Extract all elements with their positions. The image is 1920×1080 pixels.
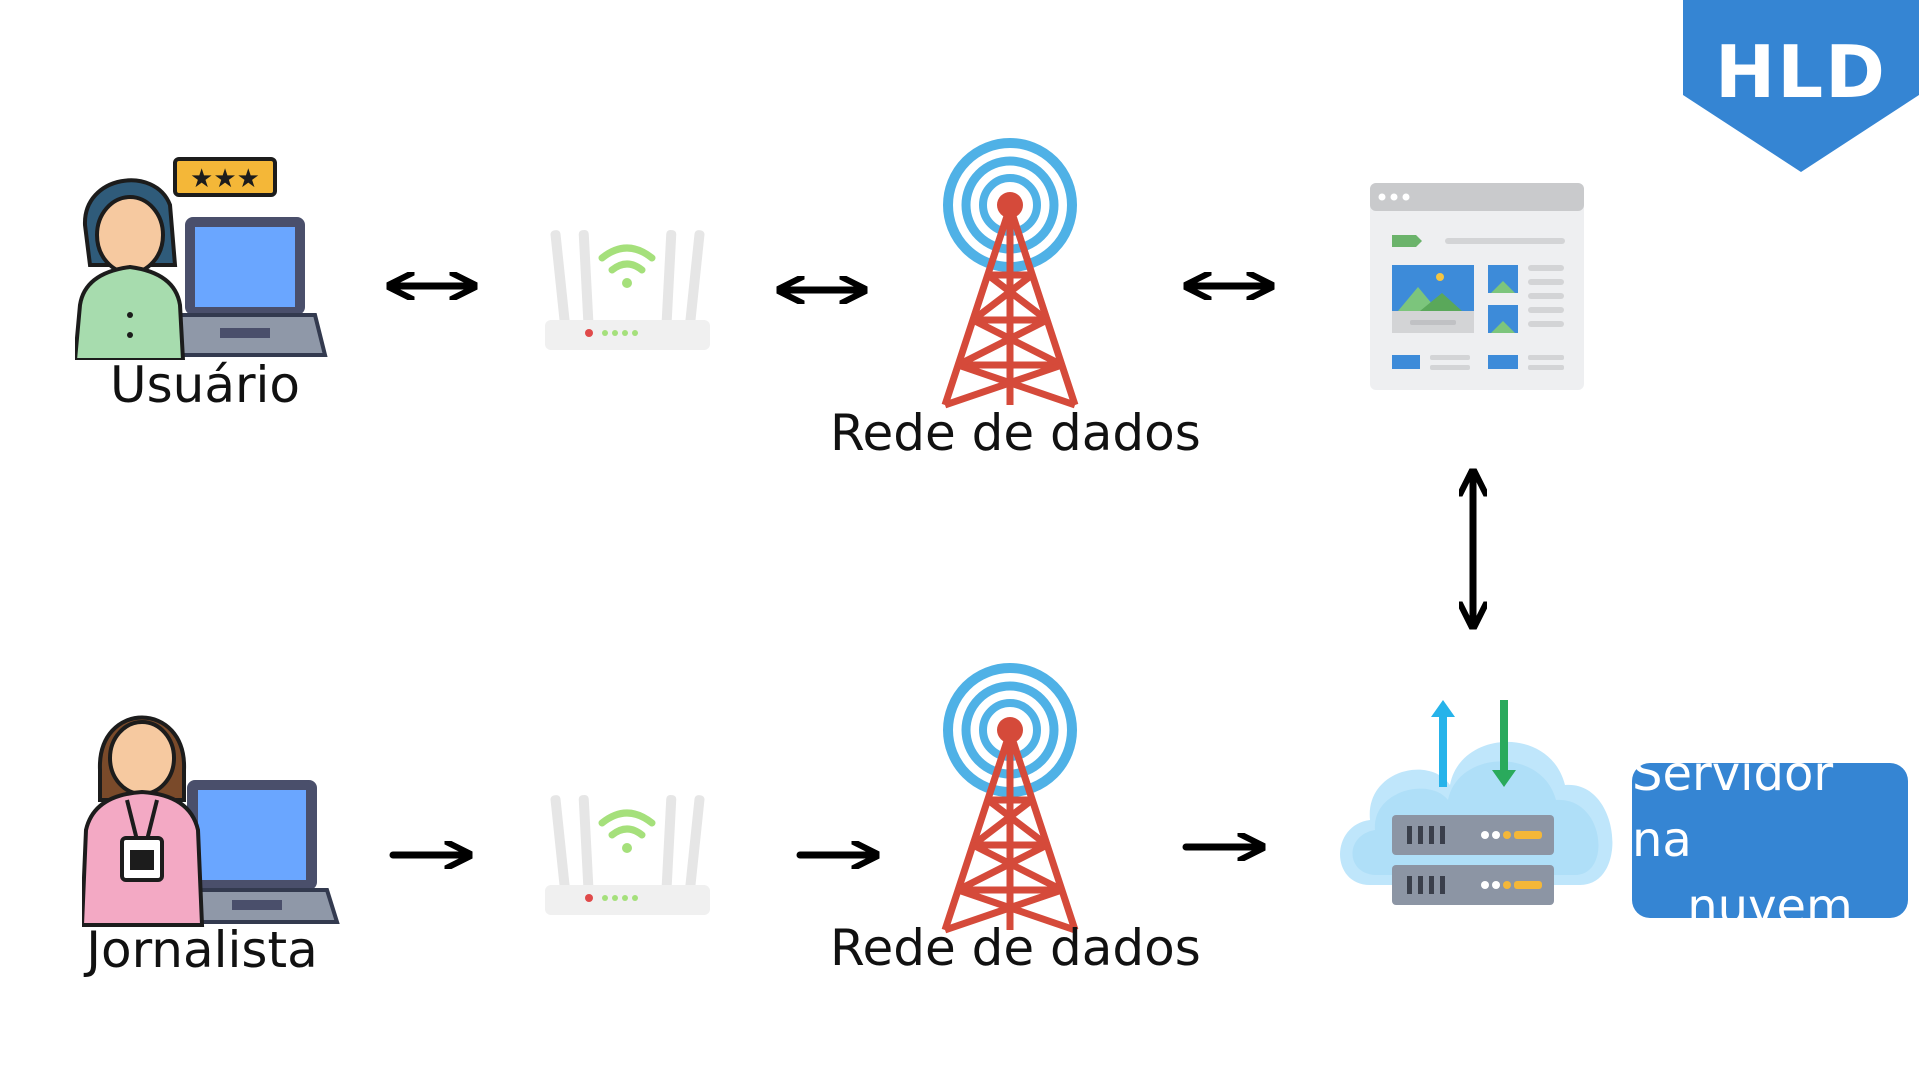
user-with-laptop-icon: ★★★ [75,157,328,360]
journalist-label: Jornalista [86,921,318,979]
cell-tower-icon [941,138,1079,409]
web-page-icon [1370,183,1584,390]
tower-top-label: Rede de dados [830,404,1201,462]
cloud-server-label-box: Servidor na nuvem [1632,746,1908,935]
hld-badge [1683,0,1919,172]
tower-bottom-label: Rede de dados [830,919,1201,977]
journalist-with-laptop-icon [82,715,340,927]
cell-tower-icon [941,663,1079,934]
user-label: Usuário [110,356,301,414]
wifi-router-icon [545,795,710,915]
cloud-server-icon [1340,700,1613,905]
wifi-router-icon [545,230,710,350]
svg-text:★★★: ★★★ [190,164,260,194]
cloud-server-label-line2: nuvem [1687,878,1853,935]
hld-label: HLD [1715,30,1887,114]
cloud-server-label-line1: Servidor na [1632,746,1834,869]
